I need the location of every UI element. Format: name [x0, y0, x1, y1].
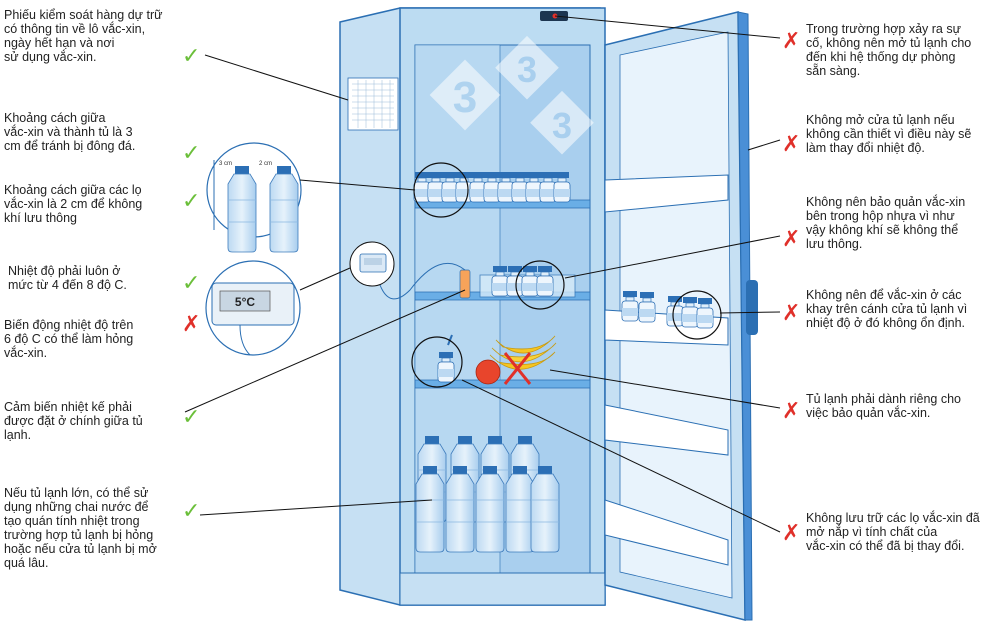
- cross-icon: ✗: [782, 398, 801, 423]
- label-water-bottles: Nếu tủ lạnh lớn, có thể sử dụng những ch…: [4, 486, 157, 570]
- label-sensor-center: Cảm biến nhiệt kế phải được đặt ở chính …: [4, 400, 143, 442]
- cross-icon: ✗: [782, 300, 801, 325]
- cross-icon: ✗: [782, 131, 801, 156]
- svg-text:2 cm: 2 cm: [259, 161, 272, 167]
- label-plastic-box: Không nên bảo quản vắc-xin bên trong hộp…: [806, 195, 966, 251]
- label-dont-open: Không mở cửa tủ lạnh nếu không cần thiết…: [806, 113, 972, 155]
- check-icon: ✓: [182, 270, 201, 295]
- check-icon: ✓: [182, 43, 201, 68]
- thermometer-unit-outside: [349, 241, 395, 287]
- water-bottles: [415, 435, 560, 553]
- vials-top-shelf: [413, 171, 571, 203]
- label-door-trays: Không nên để vắc-xin ở các khay trên cán…: [806, 288, 968, 330]
- check-icon: ✓: [182, 498, 201, 523]
- label-vial-gap: Khoảng cách giữa các lọ vắc-xin là 2 cm …: [4, 183, 143, 225]
- zoom-circle-door-tray: [672, 290, 722, 340]
- cross-icon: ✗: [182, 311, 201, 336]
- label-temp-fluctuation: Biến động nhiệt độ trên 6 độ C có thể là…: [4, 318, 134, 360]
- label-stock-sheet: Phiếu kiểm soát hàng dự trữ có thông tin…: [4, 8, 163, 64]
- svg-text:5°C: 5°C: [235, 295, 255, 309]
- fridge-door: [604, 11, 758, 621]
- label-open-vials: Không lưu trữ các lọ vắc-xin đã mở nắp v…: [806, 511, 980, 553]
- inset-spacing: 3 cm 2 cm: [206, 142, 302, 253]
- label-wall-gap: Khoảng cách giữa vắc-xin và thành tủ là …: [4, 111, 136, 153]
- label-dedicated-fridge: Tủ lạnh phải dành riêng cho việc bảo quả…: [806, 392, 961, 420]
- cross-icon: ✗: [782, 226, 801, 251]
- watermark-logo: 3 3 3: [429, 35, 594, 155]
- svg-text:3: 3: [453, 73, 477, 122]
- vials-plastic-box: [479, 265, 576, 298]
- stock-control-sheet: [347, 77, 399, 131]
- check-icon: ✓: [182, 140, 201, 165]
- food-banana-apple: [475, 335, 557, 385]
- door-handle: [746, 280, 758, 335]
- inset-thermometer: 5°C: [205, 260, 301, 356]
- cross-icon: ✗: [782, 28, 801, 53]
- callout-lines: [184, 15, 781, 533]
- check-icon: ✓: [182, 188, 201, 213]
- cross-icon: ✗: [782, 520, 801, 545]
- svg-text:3: 3: [552, 105, 572, 146]
- thermometer-probe: [379, 262, 471, 300]
- zoom-circle-box: [515, 260, 565, 310]
- check-icon: ✓: [182, 404, 201, 429]
- zoom-circle-open-vial: [411, 336, 463, 388]
- label-power-failure: Trong trường hợp xảy ra sự cố, không nên…: [806, 22, 972, 78]
- svg-text:3: 3: [517, 49, 537, 90]
- svg-text:3 cm: 3 cm: [219, 161, 232, 167]
- label-temp-range: Nhiệt độ phải luôn ở mức từ 4 đến 8 độ C…: [8, 264, 127, 292]
